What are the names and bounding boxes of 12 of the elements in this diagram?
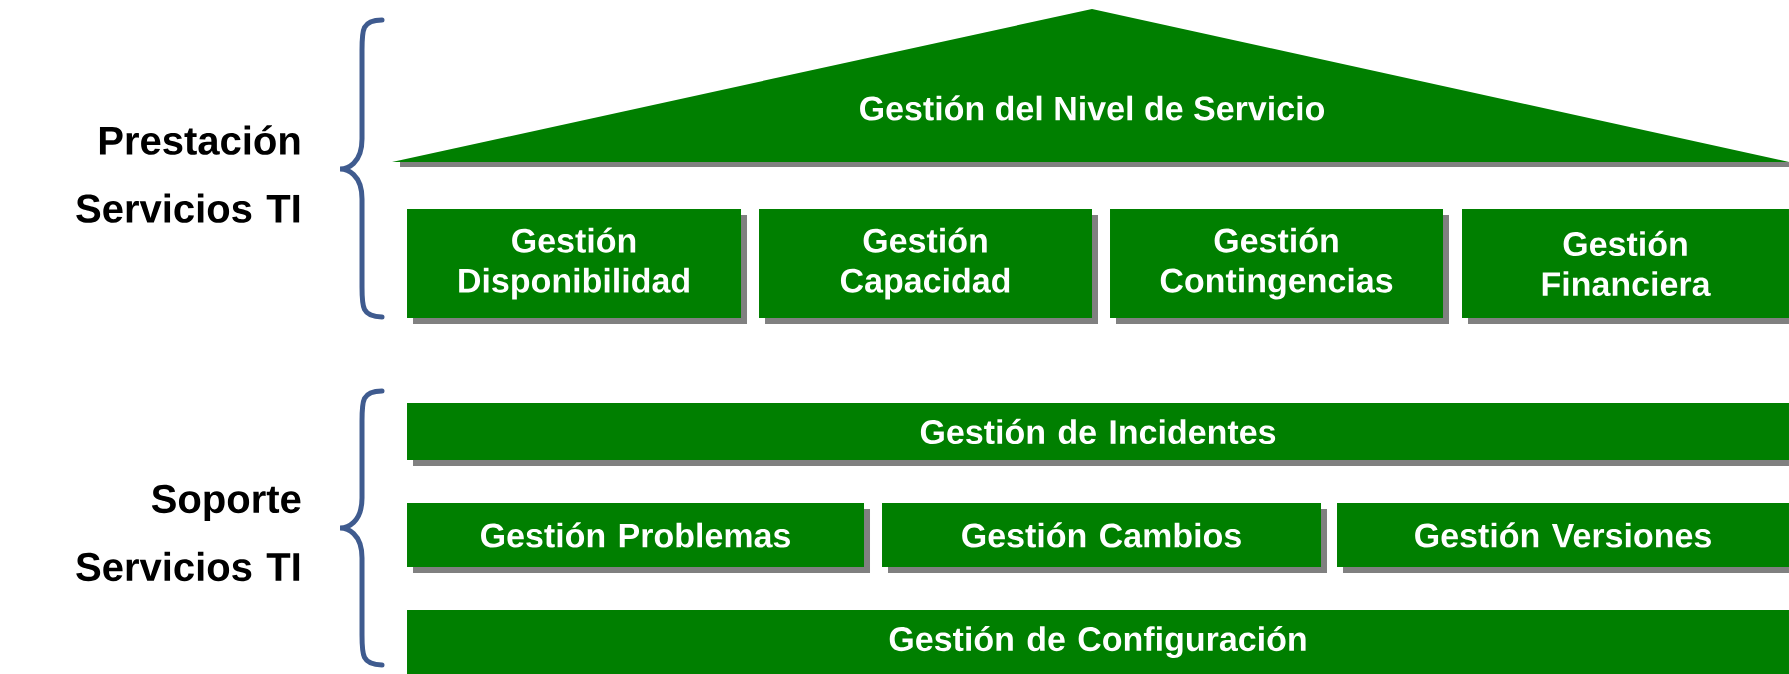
process-box: Gestión Capacidad [759, 209, 1098, 324]
process-box: Gestión Disponibilidad [407, 209, 747, 324]
process-box: Gestión de Incidentes [407, 403, 1789, 466]
roof-triangle: Gestión del Nivel de Servicio [392, 9, 1789, 167]
process-box: Gestión de Configuración [407, 610, 1789, 674]
process-box: Gestión Contingencias [1110, 209, 1449, 324]
process-box: Gestión Versiones [1337, 503, 1789, 573]
process-box: Gestión Problemas [407, 503, 870, 573]
section-label: Soporte Servicios TI [76, 484, 301, 582]
process-box: Gestión Cambios [882, 503, 1327, 573]
process-box: Gestión Financiera [1462, 209, 1789, 324]
section-label: Prestación Servicios TI [76, 125, 300, 223]
